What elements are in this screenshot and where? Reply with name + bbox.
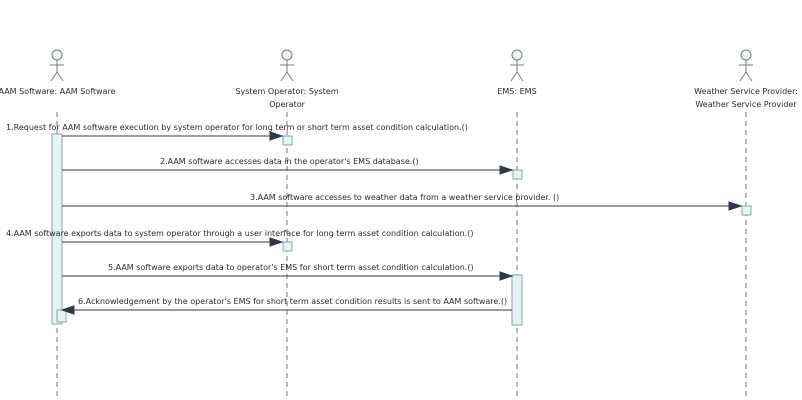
- message-6: [60, 305, 512, 315]
- actor-figure-icon: [739, 49, 753, 82]
- arrowhead-icon: [269, 131, 284, 141]
- arrowhead-icon: [269, 237, 284, 247]
- message-label: 1.Request for AAM software execution by …: [6, 123, 468, 132]
- actor-name-line: AAM Software: AAM Software: [0, 87, 116, 96]
- arrowhead-icon: [499, 271, 514, 281]
- ems-activation-1: [512, 169, 523, 180]
- arrowhead-icon: [728, 201, 743, 211]
- message-label: 6.Acknowledgement by the operator's EMS …: [78, 297, 507, 306]
- actor-name-line: EMS: EMS: [497, 87, 536, 96]
- actor-name-line: System Operator: System: [235, 87, 338, 96]
- aam-activation: [51, 133, 63, 325]
- actor-figure-icon: [50, 49, 64, 82]
- arrowhead-icon: [60, 305, 75, 315]
- actor-wsp: Weather Service Provider: Weather Service…: [694, 49, 798, 109]
- actor-name-line: Operator: [269, 100, 306, 109]
- aam-return-activation: [56, 309, 67, 323]
- actor-figure-icon: [280, 49, 294, 82]
- message-label: 4.AAM software exports data to system op…: [6, 229, 473, 238]
- message-2: [62, 165, 514, 175]
- message-1: [62, 131, 284, 141]
- sysop-activation-2: [282, 241, 293, 252]
- actor-figure-icon: [510, 49, 524, 82]
- message-3: [62, 201, 743, 211]
- actor-ems: EMS: EMS: [497, 49, 537, 96]
- actor-aam: AAM Software: AAM Software: [0, 49, 116, 96]
- wsp-activation: [741, 205, 752, 216]
- message-label: 5.AAM software exports data to operator'…: [108, 263, 474, 272]
- sysop-activation-1: [282, 135, 293, 146]
- actor-name-line: Weather Service Provider:: [694, 87, 798, 96]
- message-label: 3.AAM software accesses to weather data …: [250, 193, 559, 202]
- arrowhead-icon: [499, 165, 514, 175]
- message-label: 2.AAM software accesses data in the oper…: [160, 157, 419, 166]
- message-5: [62, 271, 514, 281]
- ems-activation-2: [511, 274, 523, 326]
- message-4: [62, 237, 284, 247]
- actor-name-line: Weather Service Provider: [695, 100, 797, 109]
